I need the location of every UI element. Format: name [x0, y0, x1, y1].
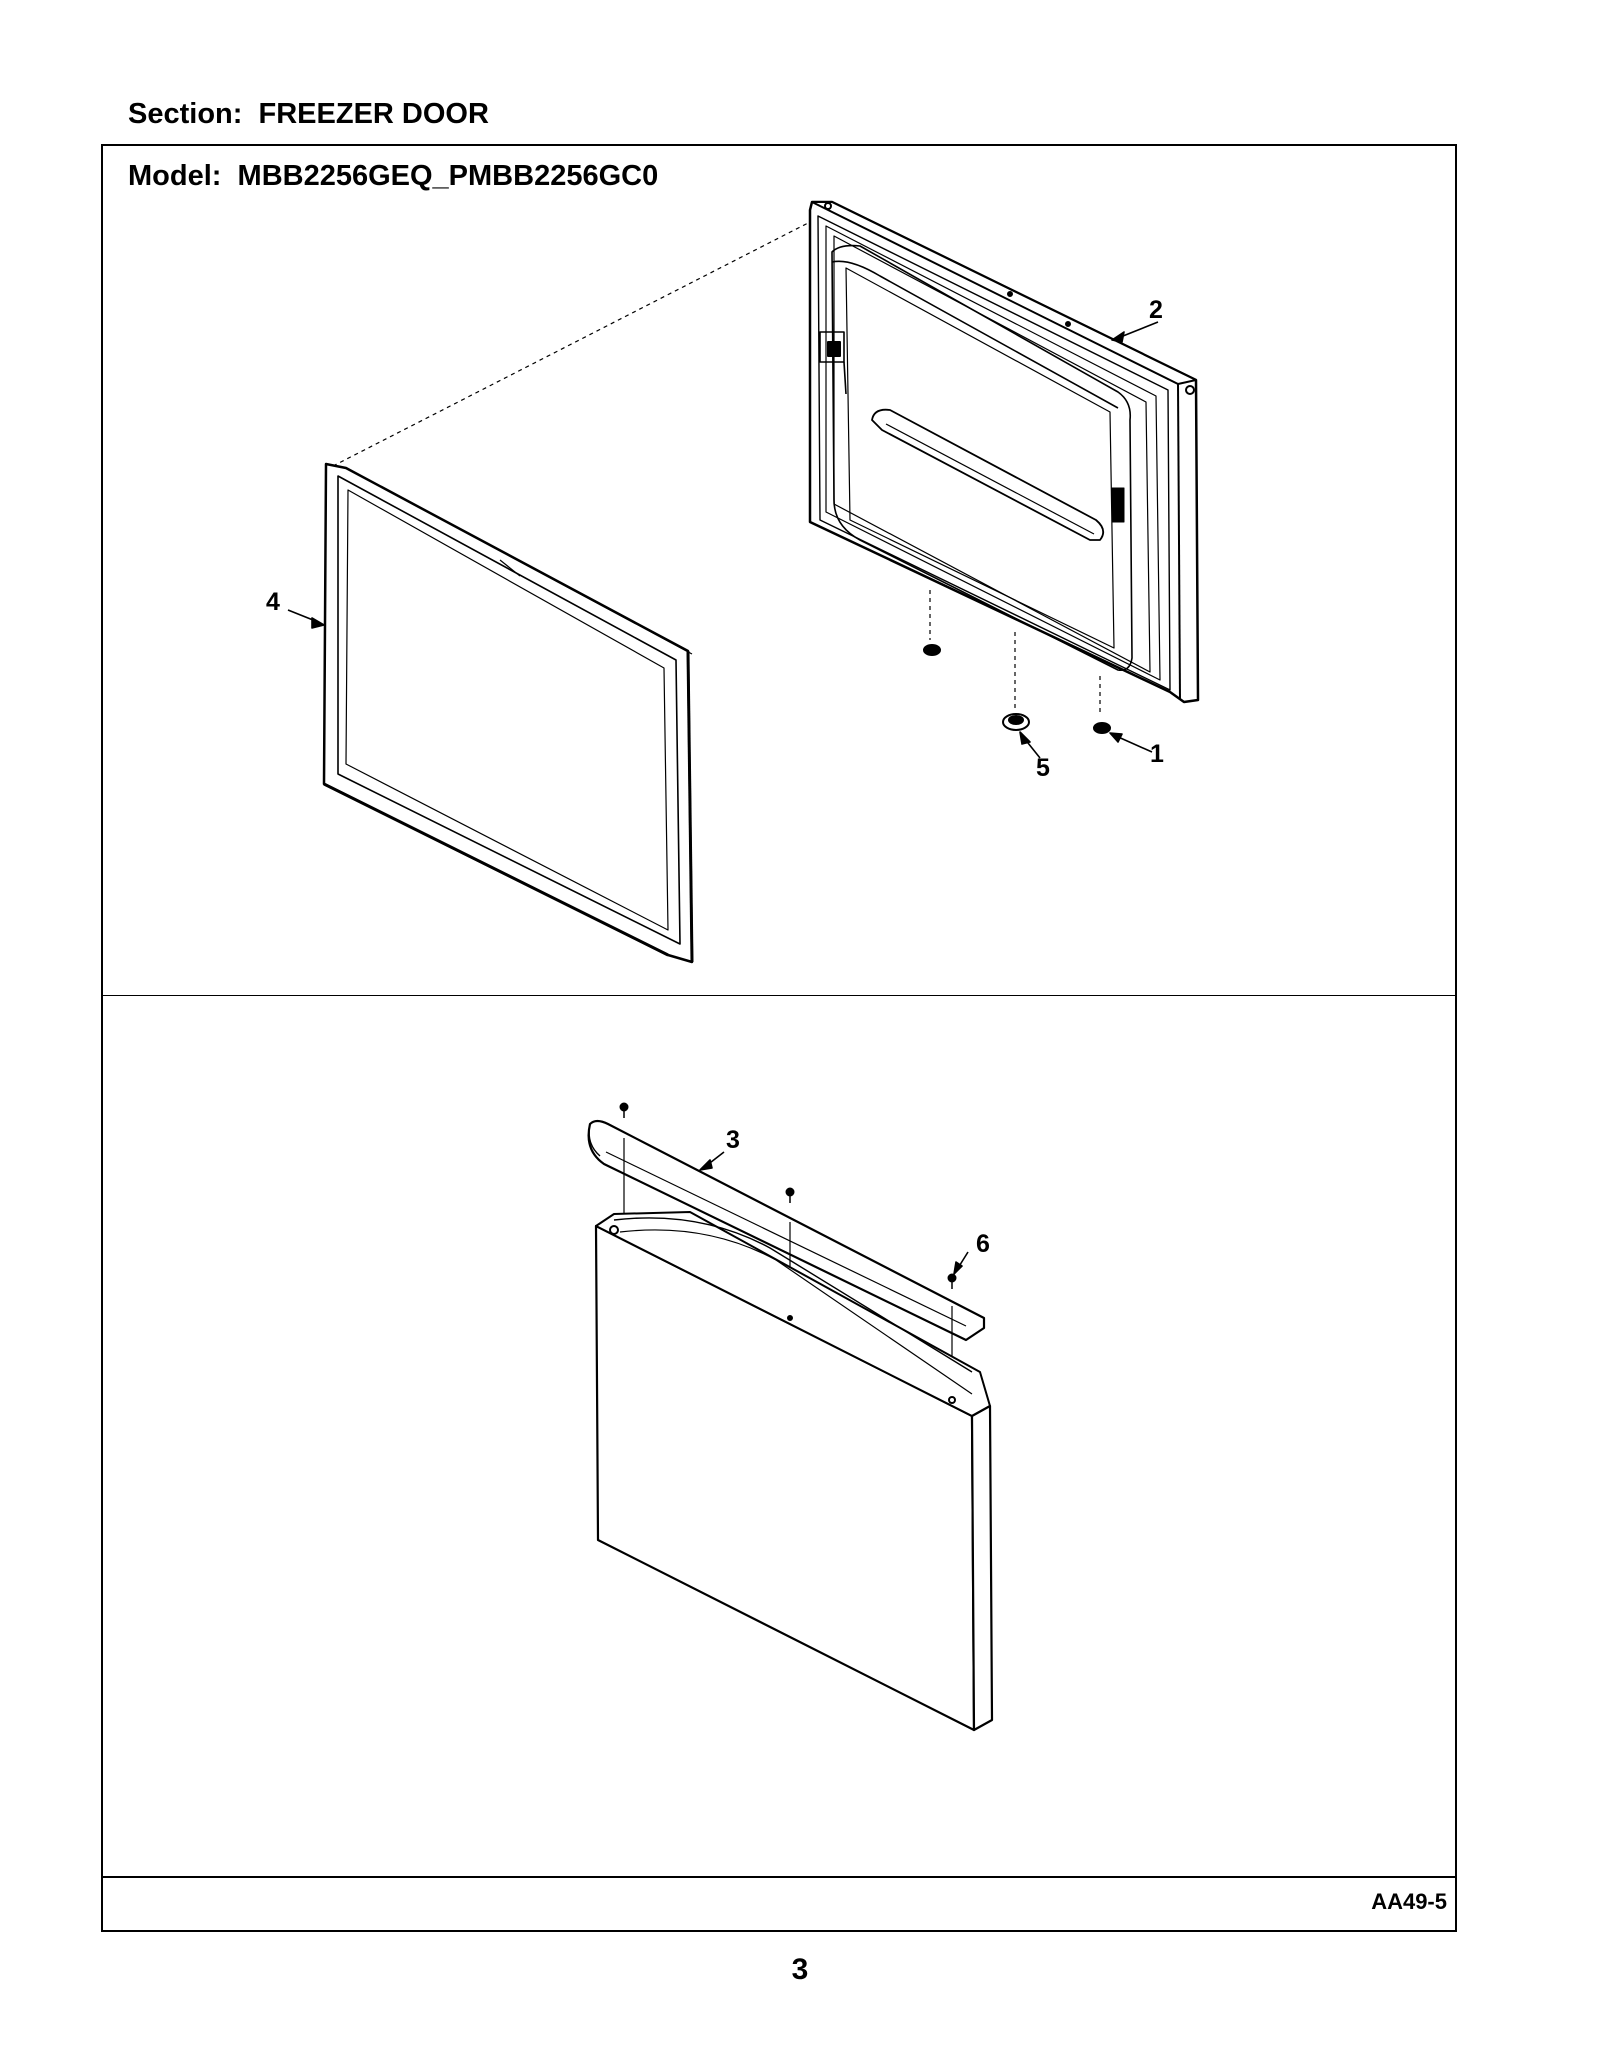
callout-label: 4	[266, 588, 280, 616]
door-bumper-part-1	[1093, 722, 1111, 734]
trim-screws	[619, 1102, 957, 1289]
door-liner	[808, 200, 1200, 704]
door-gasket	[322, 462, 694, 964]
diagram-code: AA49-5	[1371, 1889, 1447, 1914]
alignment-dashed-line	[332, 221, 811, 467]
door-bumper-left	[923, 644, 941, 656]
callout-label: 3	[726, 1126, 740, 1154]
section-title: Section: FREEZER DOOR	[128, 98, 489, 130]
callout-label: 6	[976, 1230, 990, 1258]
callout-label: 5	[1036, 754, 1050, 782]
panel-divider	[101, 995, 1457, 996]
model-title: Model: MBB2256GEQ_PMBB2256GC0	[128, 160, 659, 192]
handle-trim	[587, 1119, 986, 1342]
page-number: 3	[791, 1953, 809, 1986]
door-cap-part-5	[1002, 713, 1030, 731]
callout-label: 2	[1149, 296, 1163, 324]
diagram-frame	[101, 144, 1457, 1932]
freezer-door-panel	[594, 1211, 994, 1732]
callout-label: 1	[1150, 740, 1164, 768]
callout-leaders-lower	[699, 1151, 969, 1275]
callout-leaders-upper	[287, 321, 1159, 759]
footer-divider	[101, 1876, 1457, 1878]
